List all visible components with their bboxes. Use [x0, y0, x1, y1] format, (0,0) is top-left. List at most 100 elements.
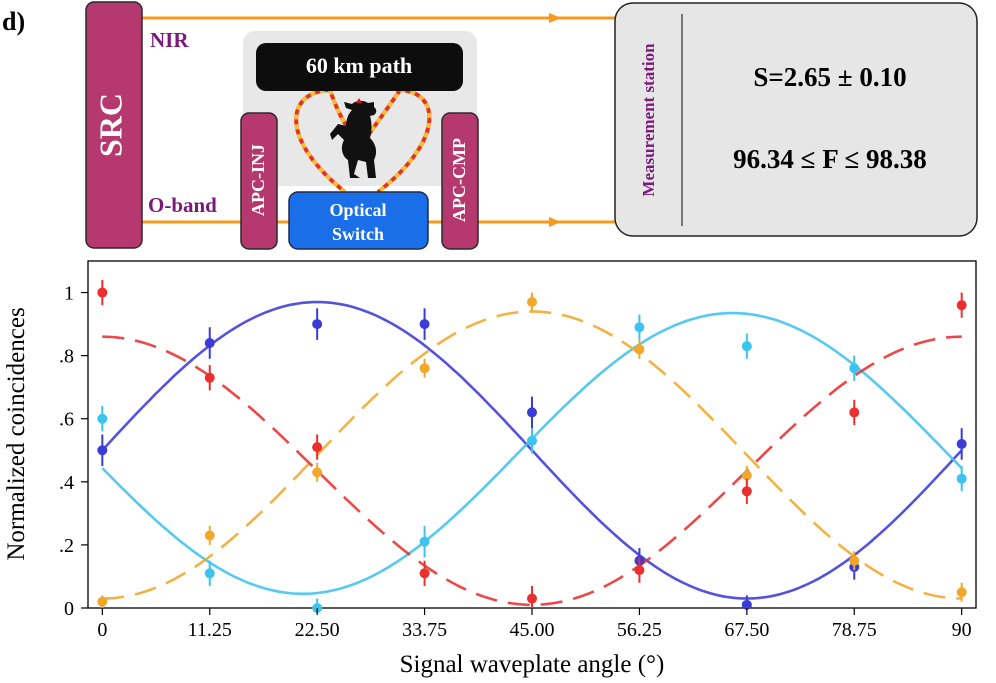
x-tick-label: 78.75: [832, 619, 877, 641]
x-tick-label: 56.25: [617, 619, 662, 641]
point-marker-series-2: [204, 568, 215, 579]
point-marker-series-4: [312, 442, 323, 453]
point-marker-series-1: [204, 338, 215, 349]
point-marker-series-2: [527, 435, 537, 446]
point-marker-series-3: [956, 587, 967, 598]
point-marker-series-3: [97, 596, 108, 607]
data-point: [527, 428, 537, 454]
data-point: [419, 308, 430, 340]
data-point: [849, 399, 860, 426]
data-point: [956, 466, 967, 492]
point-marker-series-2: [956, 473, 967, 484]
berlin-bear-icon: [330, 98, 377, 178]
apc-cmp-label: APC-CMP: [449, 138, 469, 222]
x-tick-label: 90: [952, 619, 972, 641]
s-value: S=2.65 ± 0.10: [753, 62, 906, 92]
data-point: [741, 595, 752, 610]
point-marker-series-4: [419, 568, 430, 579]
x-tick-label: 67.50: [724, 619, 769, 641]
data-point: [527, 292, 537, 312]
point-marker-series-2: [97, 413, 108, 424]
x-axis-label: Signal waveplate angle (°): [400, 651, 665, 678]
point-marker-series-2: [634, 322, 645, 333]
data-point: [849, 355, 860, 381]
x-tick-label: 45.00: [510, 619, 555, 641]
x-tick-label: 33.75: [402, 619, 447, 641]
data-point: [741, 478, 752, 504]
data-point: [956, 582, 967, 602]
setup-diagram: SRC NIR O-band 60 km path APC-INJ APC-CM…: [85, 1, 978, 250]
y-tick-label: .8: [59, 346, 74, 368]
data-point: [956, 428, 967, 460]
station-label: Measurement station: [639, 43, 658, 197]
point-marker-series-3: [849, 555, 860, 566]
data-point: [97, 406, 108, 432]
point-marker-series-3: [741, 470, 752, 481]
point-marker-series-2: [419, 536, 430, 547]
data-points: [97, 279, 967, 613]
data-point: [634, 557, 645, 583]
point-marker-series-3: [204, 530, 215, 541]
data-point: [97, 279, 108, 306]
data-point: [634, 314, 645, 340]
point-marker-series-4: [849, 407, 860, 418]
data-point: [419, 525, 430, 558]
apc-inj-label: APC-INJ: [248, 144, 268, 216]
y-tick-label: .4: [59, 472, 74, 494]
point-marker-series-3: [634, 344, 645, 355]
point-marker-series-2: [849, 363, 860, 374]
data-point: [527, 396, 537, 429]
data-point: [312, 308, 323, 340]
data-point: [634, 339, 645, 359]
source-box: [85, 1, 143, 249]
point-marker-series-4: [741, 486, 752, 497]
f-value: 96.34 ≤ F ≤ 98.38: [733, 144, 927, 174]
data-point: [204, 525, 215, 545]
x-tick-label: 0: [97, 619, 107, 641]
y-tick-label: .6: [59, 409, 74, 431]
point-marker-series-1: [97, 445, 108, 456]
nir-label: NIR: [150, 28, 189, 52]
fit-curve-3: [102, 310, 962, 600]
source-label: SRC: [92, 93, 128, 157]
y-tick-label: 1: [64, 283, 74, 305]
data-point: [204, 560, 215, 586]
data-point: [97, 434, 108, 467]
data-point: [849, 551, 860, 571]
switch-label-line2: Switch: [332, 224, 384, 244]
point-marker-series-3: [419, 363, 430, 374]
point-marker-series-4: [204, 372, 215, 383]
data-point: [741, 333, 752, 359]
path-box: [256, 43, 463, 91]
x-tick-label: 11.25: [188, 619, 232, 641]
switch-label-line1: Optical: [330, 200, 387, 220]
data-point: [956, 292, 967, 318]
data-point: [419, 358, 430, 378]
point-marker-series-4: [97, 287, 108, 298]
path-label: 60 km path: [306, 53, 412, 78]
optical-switch-box: [288, 191, 429, 250]
x-tick-label: 22.50: [295, 619, 340, 641]
fiber-loop-dash: [294, 87, 432, 194]
data-point: [419, 560, 430, 586]
point-marker-series-1: [741, 599, 752, 610]
data-point: [97, 595, 108, 608]
point-marker-series-2: [741, 341, 752, 352]
data-point: [312, 434, 323, 460]
y-axis-label: Normalized coincidences: [3, 307, 30, 560]
data-point: [204, 365, 215, 391]
fit-curve-2: [101, 311, 963, 596]
point-marker-series-4: [527, 593, 537, 604]
coincidence-chart: 0 11.25 22.50 33.75 45.00 56.25 67.50 78.75 90 0…: [3, 260, 977, 678]
y-axis-ticks: 0 .2 .4 .6 .8 1: [59, 283, 88, 620]
data-point: [312, 462, 323, 482]
point-marker-series-4: [956, 300, 967, 311]
point-marker-series-1: [419, 319, 430, 330]
y-tick-label: 0: [64, 598, 74, 620]
point-marker-series-1: [312, 319, 323, 330]
point-marker-series-1: [527, 407, 537, 418]
y-tick-label: .2: [59, 535, 74, 557]
apc-cmp-box: [441, 112, 479, 250]
point-marker-series-3: [527, 297, 537, 308]
